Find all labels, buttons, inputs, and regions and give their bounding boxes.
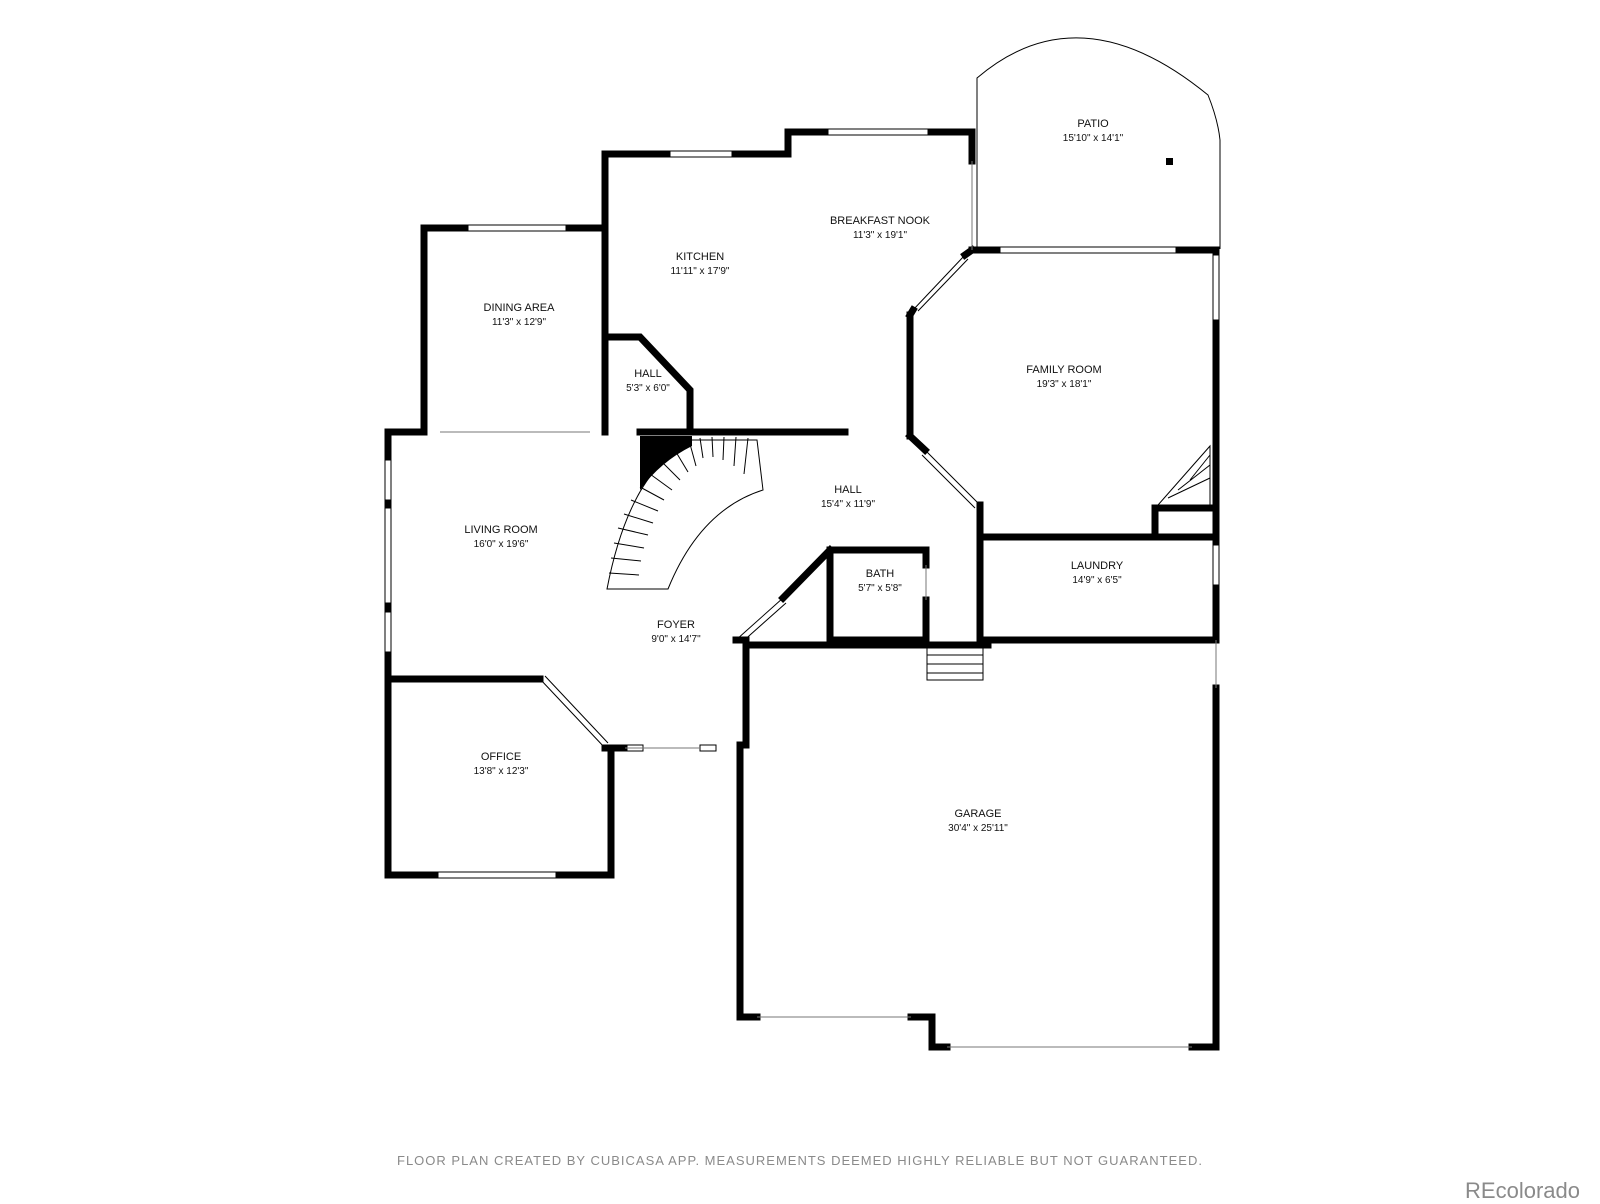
room-dims-foyer: 9'0" x 14'7" (651, 634, 701, 645)
room-name-dining-area: DINING AREA (484, 302, 556, 314)
garage-step-wall (907, 1013, 951, 1051)
foyer-east-wall (732, 636, 750, 749)
family-room-diag-nw (912, 254, 969, 312)
family-room-nw-corner (905, 245, 977, 320)
room-dims-hall-small: 5'3" x 6'0" (626, 383, 670, 394)
window-office (437, 871, 557, 879)
brand-logo: REcolorado (1465, 1178, 1580, 1203)
family-room-diag-sw (921, 449, 981, 509)
window-nook (827, 128, 929, 136)
staircase (606, 439, 764, 590)
patio-outline (976, 37, 1221, 251)
room-name-office: OFFICE (481, 751, 521, 763)
room-dims-patio: 15'10" x 14'1" (1063, 133, 1124, 144)
exterior-wall-north (420, 128, 976, 436)
room-name-breakfast-nook: BREAKFAST NOOK (830, 215, 931, 227)
room-dims-kitchen: 11'11" x 17'9" (671, 266, 730, 277)
window-family-east (1212, 254, 1220, 321)
room-dims-breakfast-nook: 11'3" x 19'1" (853, 230, 908, 241)
stair-treads (608, 436, 749, 576)
room-dims-family-room: 19'3" x 18'1" (1037, 379, 1092, 390)
room-name-bath: BATH (866, 568, 895, 580)
garage-stair (926, 642, 984, 681)
room-name-patio: PATIO (1077, 118, 1109, 130)
room-name-hall-small: HALL (634, 368, 662, 380)
stair-landing (640, 436, 692, 490)
room-name-family-room: FAMILY ROOM (1026, 364, 1101, 376)
room-name-living-room: LIVING ROOM (464, 524, 537, 536)
room-dims-hall-main: 15'4" x 11'9" (821, 499, 876, 510)
room-name-hall-main: HALL (834, 484, 862, 496)
room-name-laundry: LAUNDRY (1071, 560, 1124, 572)
room-dims-living-room: 16'0" x 19'6" (474, 539, 529, 550)
window-foyer-2 (699, 744, 717, 752)
room-dims-bath: 5'7" x 5'8" (858, 583, 902, 594)
bath-walls (826, 546, 930, 644)
window-living-3 (384, 611, 392, 653)
window-family-north (999, 246, 1177, 254)
hall-small-wall (601, 333, 694, 436)
room-dims-dining-area: 11'3" x 12'9" (492, 317, 547, 328)
window-dining (467, 224, 567, 232)
room-dims-garage: 30'4" x 25'11" (948, 823, 1008, 834)
room-name-garage: GARAGE (954, 808, 1001, 820)
room-labels: PATIO 15'10" x 14'1" BREAKFAST NOOK 11'3" x… (464, 118, 1124, 834)
bath-diagonal-wall (778, 545, 835, 603)
window-kitchen (669, 150, 733, 158)
room-dims-laundry: 14'9" x 6'5" (1072, 575, 1122, 586)
exterior-wall-west (384, 428, 615, 879)
room-name-kitchen: KITCHEN (676, 251, 724, 263)
laundry-stair (1156, 444, 1211, 506)
room-name-foyer: FOYER (657, 619, 695, 631)
foyer-diag (735, 597, 787, 644)
office-diag (539, 675, 609, 749)
window-laundry-east (1212, 544, 1220, 586)
family-room-west-wall (905, 311, 930, 455)
exterior-wall-east-lower (1188, 684, 1220, 1051)
window-living-2 (384, 507, 392, 604)
window-living-1 (384, 459, 392, 501)
laundry-walls (976, 501, 1220, 644)
patio-post (1166, 158, 1173, 165)
disclaimer-text: FLOOR PLAN CREATED BY CUBICASA APP. MEAS… (397, 1153, 1203, 1168)
room-dims-office: 13'8" x 12'3" (474, 766, 529, 777)
